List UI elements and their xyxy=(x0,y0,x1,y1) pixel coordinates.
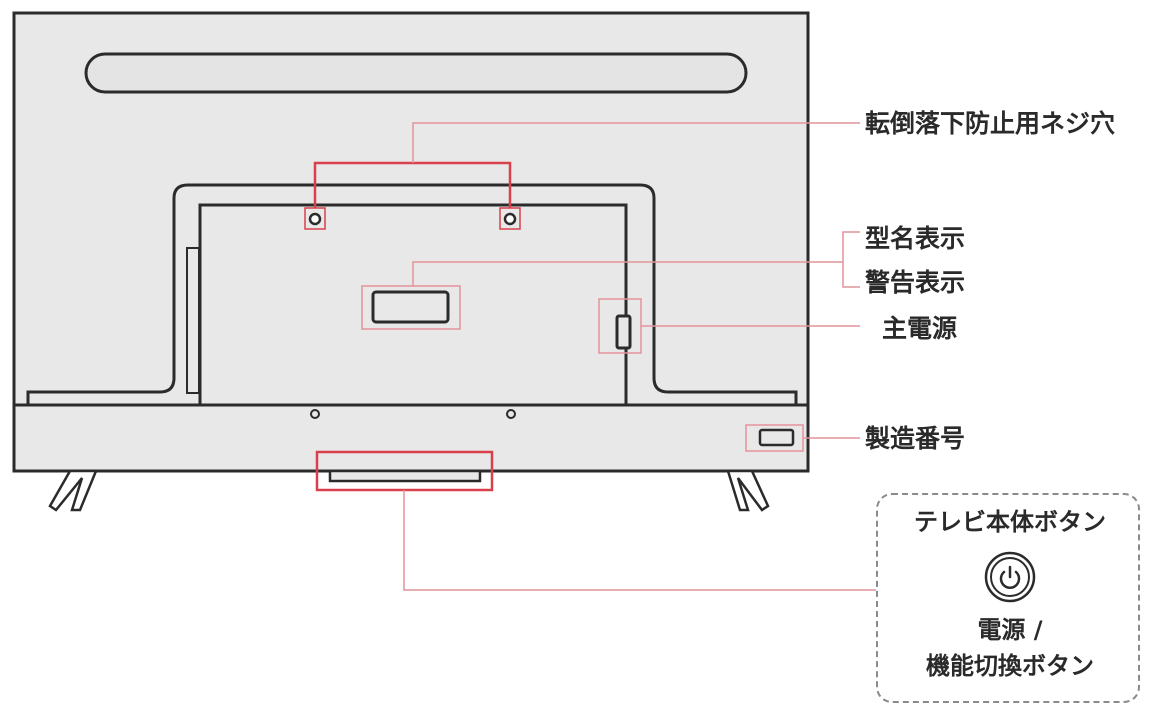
screw-hole-left xyxy=(308,212,322,226)
main-power-label: 主電源 xyxy=(882,314,958,343)
label-bracket xyxy=(842,231,860,288)
serial-plate xyxy=(758,428,795,447)
model-leader xyxy=(412,261,843,286)
model-label-highlight xyxy=(361,285,461,330)
power-caption-line1: 電源 / xyxy=(977,616,1043,644)
main-power-switch xyxy=(615,314,632,350)
rear-housing xyxy=(26,183,798,405)
tv-button-panel: テレビ本体ボタン 電源 / 機能切換ボタン xyxy=(876,493,1140,703)
power-icon[interactable] xyxy=(984,551,1036,603)
model-label-plate xyxy=(371,290,450,324)
lower-screw-left xyxy=(310,409,320,419)
carry-handle xyxy=(84,52,748,94)
screw-hole-right xyxy=(503,212,517,226)
panel-title: テレビ本体ボタン xyxy=(914,508,1106,536)
bottom-bezel xyxy=(12,403,810,473)
warning-label: 警告表示 xyxy=(865,268,966,297)
button-bar-leader xyxy=(403,490,876,591)
screw-holes-label: 転倒落下防止用ネジ穴 xyxy=(865,109,1116,138)
stand-leg-right xyxy=(726,469,770,512)
screw-leader xyxy=(412,122,860,163)
serial-number-label: 製造番号 xyxy=(865,424,966,453)
model-name-label: 型名表示 xyxy=(865,224,966,253)
stand-leg-left xyxy=(48,469,98,512)
button-bar xyxy=(328,469,482,483)
side-vent xyxy=(186,247,200,394)
power-caption-line2: 機能切換ボタン xyxy=(926,652,1094,680)
lower-screw-right xyxy=(506,409,516,419)
